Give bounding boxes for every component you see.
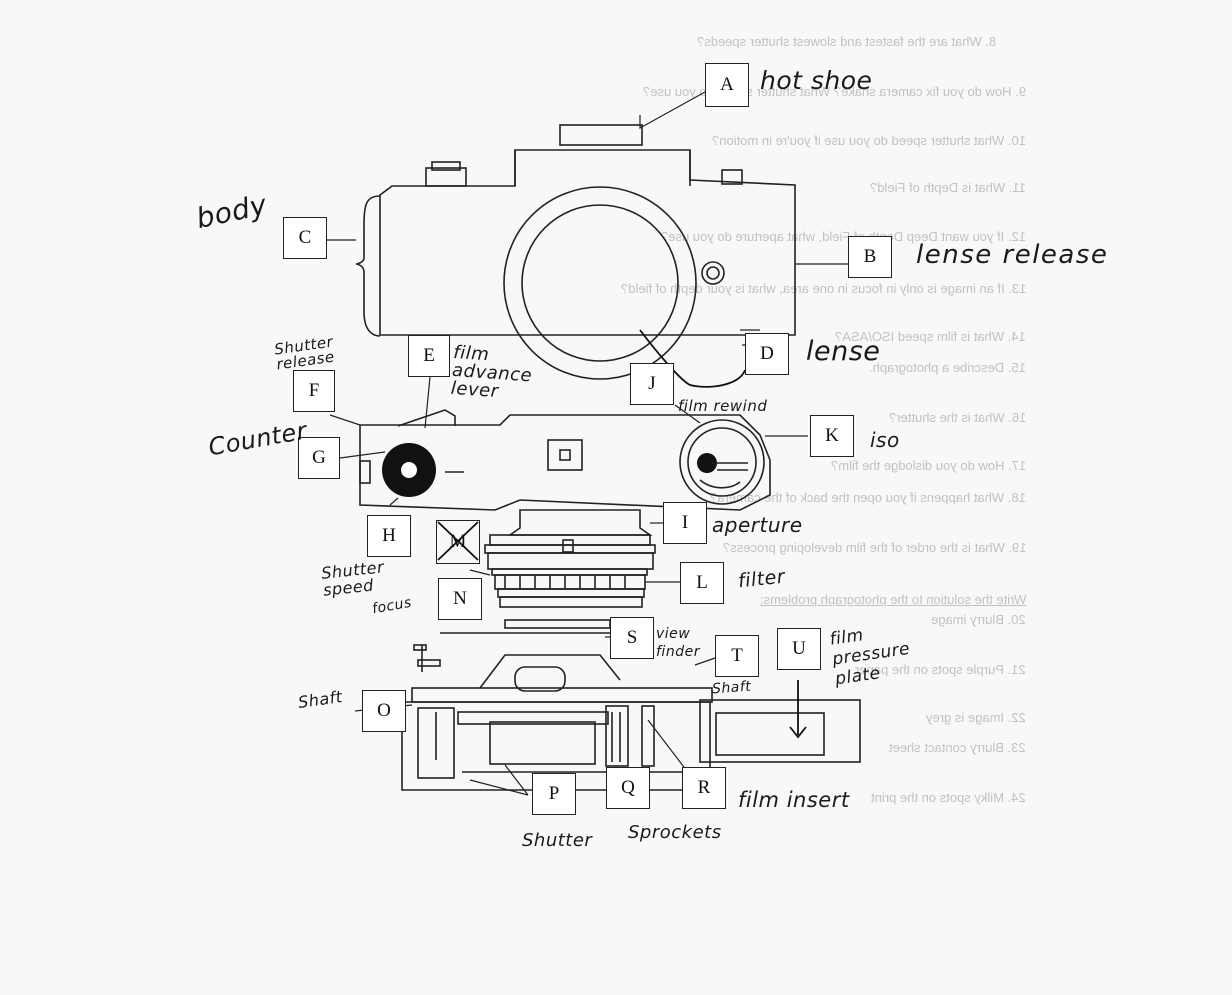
- answer-r: film insert: [738, 788, 850, 812]
- label-box-n: N: [438, 578, 482, 620]
- camera-lower-body: [401, 644, 861, 791]
- label-box-d: D: [745, 333, 789, 375]
- answer-j: film rewind: [678, 397, 768, 415]
- label-box-f: F: [293, 370, 335, 412]
- label-box-p: P: [532, 773, 576, 815]
- label-box-l: L: [680, 562, 724, 604]
- rewind-dial-inner: [687, 427, 757, 497]
- answer-a: hot shoe: [760, 66, 873, 95]
- camera-top-view: [355, 124, 796, 380]
- label-box-m: M: [436, 520, 480, 564]
- lens-circle-inner: [521, 204, 679, 362]
- camera-top-plate: [359, 409, 771, 511]
- rewind-dial-outer: [679, 419, 765, 505]
- answer-b: lense release: [916, 240, 1109, 270]
- viewfinder-window: [514, 666, 566, 692]
- label-box-j: J: [630, 363, 674, 405]
- label-box-h: H: [367, 515, 411, 557]
- answer-q: Sprockets: [628, 822, 722, 843]
- label-box-u: U: [777, 628, 821, 670]
- label-box-g: G: [298, 437, 340, 479]
- label-box-i: I: [663, 502, 707, 544]
- label-box-o: O: [362, 690, 406, 732]
- lens-circle-outer: [503, 186, 697, 380]
- label-box-q: Q: [606, 767, 650, 809]
- label-box-b: B: [848, 236, 892, 278]
- label-box-k: K: [810, 415, 854, 457]
- label-box-s: S: [610, 617, 654, 659]
- label-box-r: R: [682, 767, 726, 809]
- label-box-a: A: [705, 63, 749, 107]
- label-box-t: T: [715, 635, 759, 677]
- answer-p: Shutter: [522, 830, 593, 851]
- answer-e: film advance lever: [450, 341, 533, 403]
- pen-marks: [437, 329, 807, 739]
- answer-t: Shaft: [711, 678, 752, 698]
- answer-s: view finder: [656, 626, 700, 660]
- lens-release-button: [701, 261, 725, 285]
- label-box-c: C: [283, 217, 327, 259]
- label-box-e: E: [408, 335, 450, 377]
- answer-d: lense: [806, 336, 881, 367]
- answer-i: aperture: [712, 513, 803, 537]
- answer-k: iso: [870, 428, 900, 452]
